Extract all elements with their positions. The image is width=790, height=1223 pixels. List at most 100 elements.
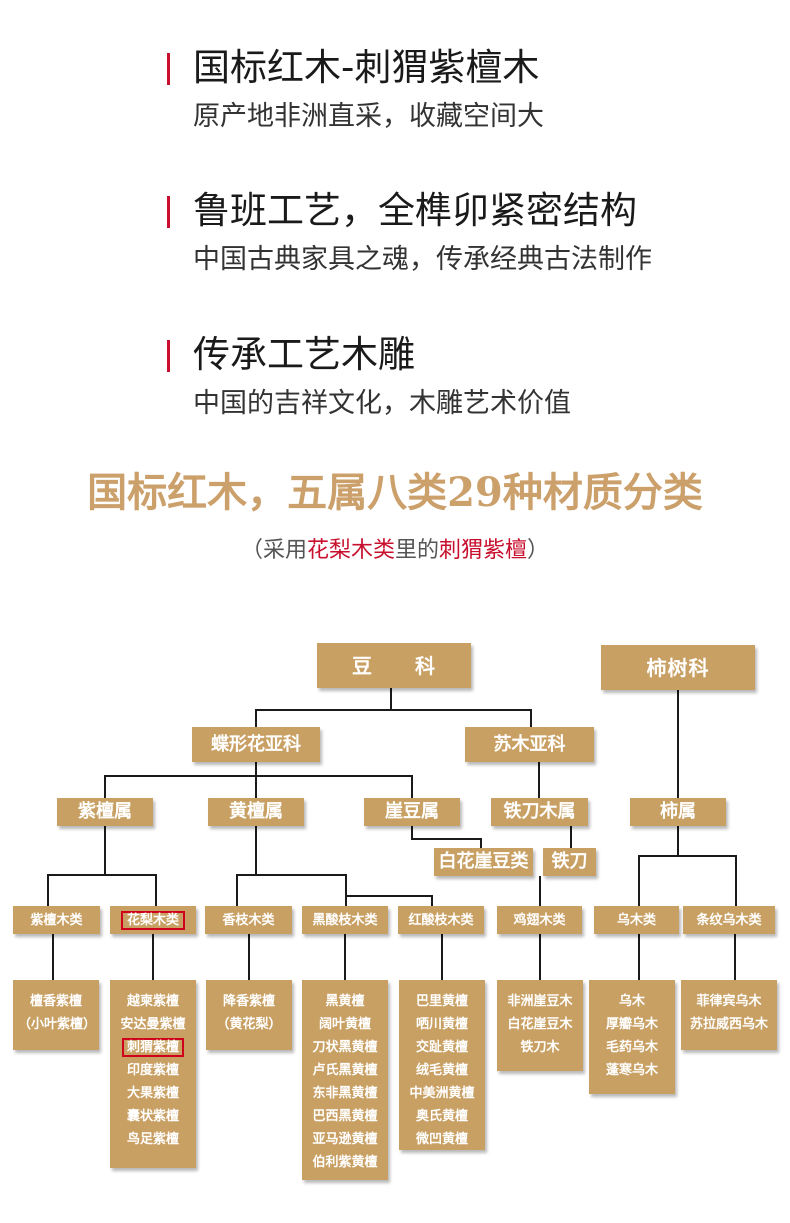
class-label: 红酸枝木类 xyxy=(408,912,474,928)
accent-bar xyxy=(167,340,170,372)
connector-line xyxy=(538,762,540,798)
connector-line xyxy=(248,934,250,980)
genus-node-zitan: 紫檀属 xyxy=(57,798,153,826)
connector-line xyxy=(411,838,481,840)
species-item: 越柬紫檀 xyxy=(126,994,179,1009)
feature-1: 国标红木-刺猬紫檀木 原产地非洲直采，收藏空间大 xyxy=(0,45,790,155)
subheading-close: ） xyxy=(527,538,550,563)
species-box-hongsuanzhi: 巴里黄檀 哂川黄檀 交趾黄檀 绒毛黄檀 中美洲黄檀 奥氏黄檀 微凹黄檀 xyxy=(399,980,485,1150)
feature-title: 传承工艺木雕 xyxy=(193,333,415,376)
class-label: 香枝木类 xyxy=(222,912,275,928)
class-node-wumu: 乌木类 xyxy=(594,906,679,934)
connector-line xyxy=(52,934,54,980)
feature-subtitle: 中国的吉祥文化，木雕艺术价值 xyxy=(193,388,571,419)
connector-line xyxy=(255,762,257,776)
genus-node-tiedaomu: 铁刀木属 xyxy=(491,798,588,826)
species-item: 铁刀木 xyxy=(520,1040,560,1055)
connector-line xyxy=(344,934,346,980)
connector-line xyxy=(345,895,432,897)
connector-line xyxy=(638,934,640,980)
species-item-highlighted: 刺猬紫檀 xyxy=(110,1036,196,1059)
section-subheading: （采用花梨木类里的刺猬紫檀） xyxy=(0,540,790,562)
species-item: 非洲崖豆木 xyxy=(507,994,573,1009)
connector-line xyxy=(236,874,238,906)
accent-bar xyxy=(167,196,170,228)
species-item: 大果紫檀 xyxy=(126,1086,179,1101)
connector-line xyxy=(638,855,640,906)
species-box-wumu: 乌木 厚瓣乌木 毛药乌木 蓬寒乌木 xyxy=(589,980,675,1094)
species-item: 蓬寒乌木 xyxy=(605,1063,658,1078)
subheading-middle: 里的 xyxy=(394,538,439,563)
connector-line xyxy=(411,826,413,839)
species-item: 哂川黄檀 xyxy=(415,1017,468,1032)
genus-node-yadou: 崖豆属 xyxy=(364,798,460,826)
genus-node-baihua: 白花崖豆类 xyxy=(434,848,533,876)
connector-line xyxy=(539,934,541,980)
species-item: 绒毛黄檀 xyxy=(415,1063,468,1078)
genus-node-shi: 柿属 xyxy=(630,798,726,826)
class-label: 乌木类 xyxy=(616,912,656,928)
connector-line xyxy=(104,775,412,777)
species-item: 苏拉威西乌木 xyxy=(689,1017,768,1032)
connector-line xyxy=(236,874,346,876)
class-node-zitanmu: 紫檀木类 xyxy=(13,906,100,934)
species-item: 降香紫檀 xyxy=(222,994,275,1009)
species-item: （黄花梨） xyxy=(216,1017,282,1032)
class-node-heisuanzhi: 黑酸枝木类 xyxy=(302,906,388,934)
subheading-open: （采用 xyxy=(240,538,307,563)
connector-line xyxy=(152,934,154,980)
connector-line xyxy=(255,709,531,711)
species-item: 交趾黄檀 xyxy=(415,1040,468,1055)
species-item: 毛药乌木 xyxy=(605,1040,658,1055)
species-item: 囊状紫檀 xyxy=(126,1109,179,1124)
connector-line xyxy=(530,709,532,727)
species-item: 白花崖豆木 xyxy=(507,1017,573,1032)
class-label-highlighted: 花梨木类 xyxy=(120,910,185,930)
species-item: 檀香紫檀 xyxy=(29,994,82,1009)
family-node-douke: 豆 科 xyxy=(317,643,471,688)
connector-line xyxy=(255,826,257,875)
feature-title: 鲁班工艺，全榫卯紧密结构 xyxy=(193,189,637,232)
connector-line xyxy=(47,874,49,906)
accent-bar xyxy=(167,53,170,85)
feature-subtitle: 中国古典家具之魂，传承经典古法制作 xyxy=(193,244,652,275)
connector-line xyxy=(390,688,392,710)
connector-line xyxy=(431,895,433,906)
species-item: 厚瓣乌木 xyxy=(605,1017,658,1032)
connector-line xyxy=(155,874,157,906)
class-node-hongsuanzhi: 红酸枝木类 xyxy=(398,906,484,934)
species-item: 伯利紫黄檀 xyxy=(312,1155,378,1170)
species-item: 安达曼紫檀 xyxy=(120,1017,186,1032)
connector-line xyxy=(104,775,106,799)
genus-node-tiedao: 铁刀 xyxy=(543,848,596,876)
connector-line xyxy=(734,934,736,980)
species-item: 菲律宾乌木 xyxy=(696,994,762,1009)
species-item: 阔叶黄檀 xyxy=(318,1017,371,1032)
species-item: 巴西黑黄檀 xyxy=(312,1109,378,1124)
connector-line xyxy=(735,855,737,906)
species-item: 中美洲黄檀 xyxy=(409,1086,475,1101)
family-node-shishuke: 柿树科 xyxy=(601,645,755,690)
species-item: 印度紫檀 xyxy=(126,1063,179,1078)
feature-3: 传承工艺木雕 中国的吉祥文化，木雕艺术价值 xyxy=(0,334,790,444)
class-node-jichimu: 鸡翅木类 xyxy=(497,906,582,934)
species-box-hualimu: 越柬紫檀 安达曼紫檀 刺猬紫檀 印度紫檀 大果紫檀 囊状紫檀 鸟足紫檀 xyxy=(110,980,196,1168)
genus-node-huangtan: 黄檀属 xyxy=(208,798,304,826)
species-item: 鸟足紫檀 xyxy=(126,1132,179,1147)
connector-line xyxy=(480,838,482,848)
species-box-jichimu: 非洲崖豆木 白花崖豆木 铁刀木 xyxy=(497,980,583,1071)
connector-line xyxy=(638,855,736,857)
species-item: 微凹黄檀 xyxy=(415,1132,468,1147)
subheading-highlight-class: 花梨木类 xyxy=(306,538,395,563)
connector-line xyxy=(677,690,679,798)
section-heading: 国标红木，五属八类29种材质分类 xyxy=(87,469,703,516)
species-box-zitanmu: 檀香紫檀 （小叶紫檀） xyxy=(13,980,99,1050)
connector-line xyxy=(345,895,347,906)
class-node-xiangzhimu: 香枝木类 xyxy=(205,906,292,934)
feature-2: 鲁班工艺，全榫卯紧密结构 中国古典家具之魂，传承经典古法制作 xyxy=(0,190,790,300)
species-item: （小叶紫檀） xyxy=(18,1017,97,1032)
connector-line xyxy=(539,876,541,906)
species-item: 刀状黑黄檀 xyxy=(312,1040,378,1055)
species-item: 卢氏黑黄檀 xyxy=(312,1063,378,1078)
